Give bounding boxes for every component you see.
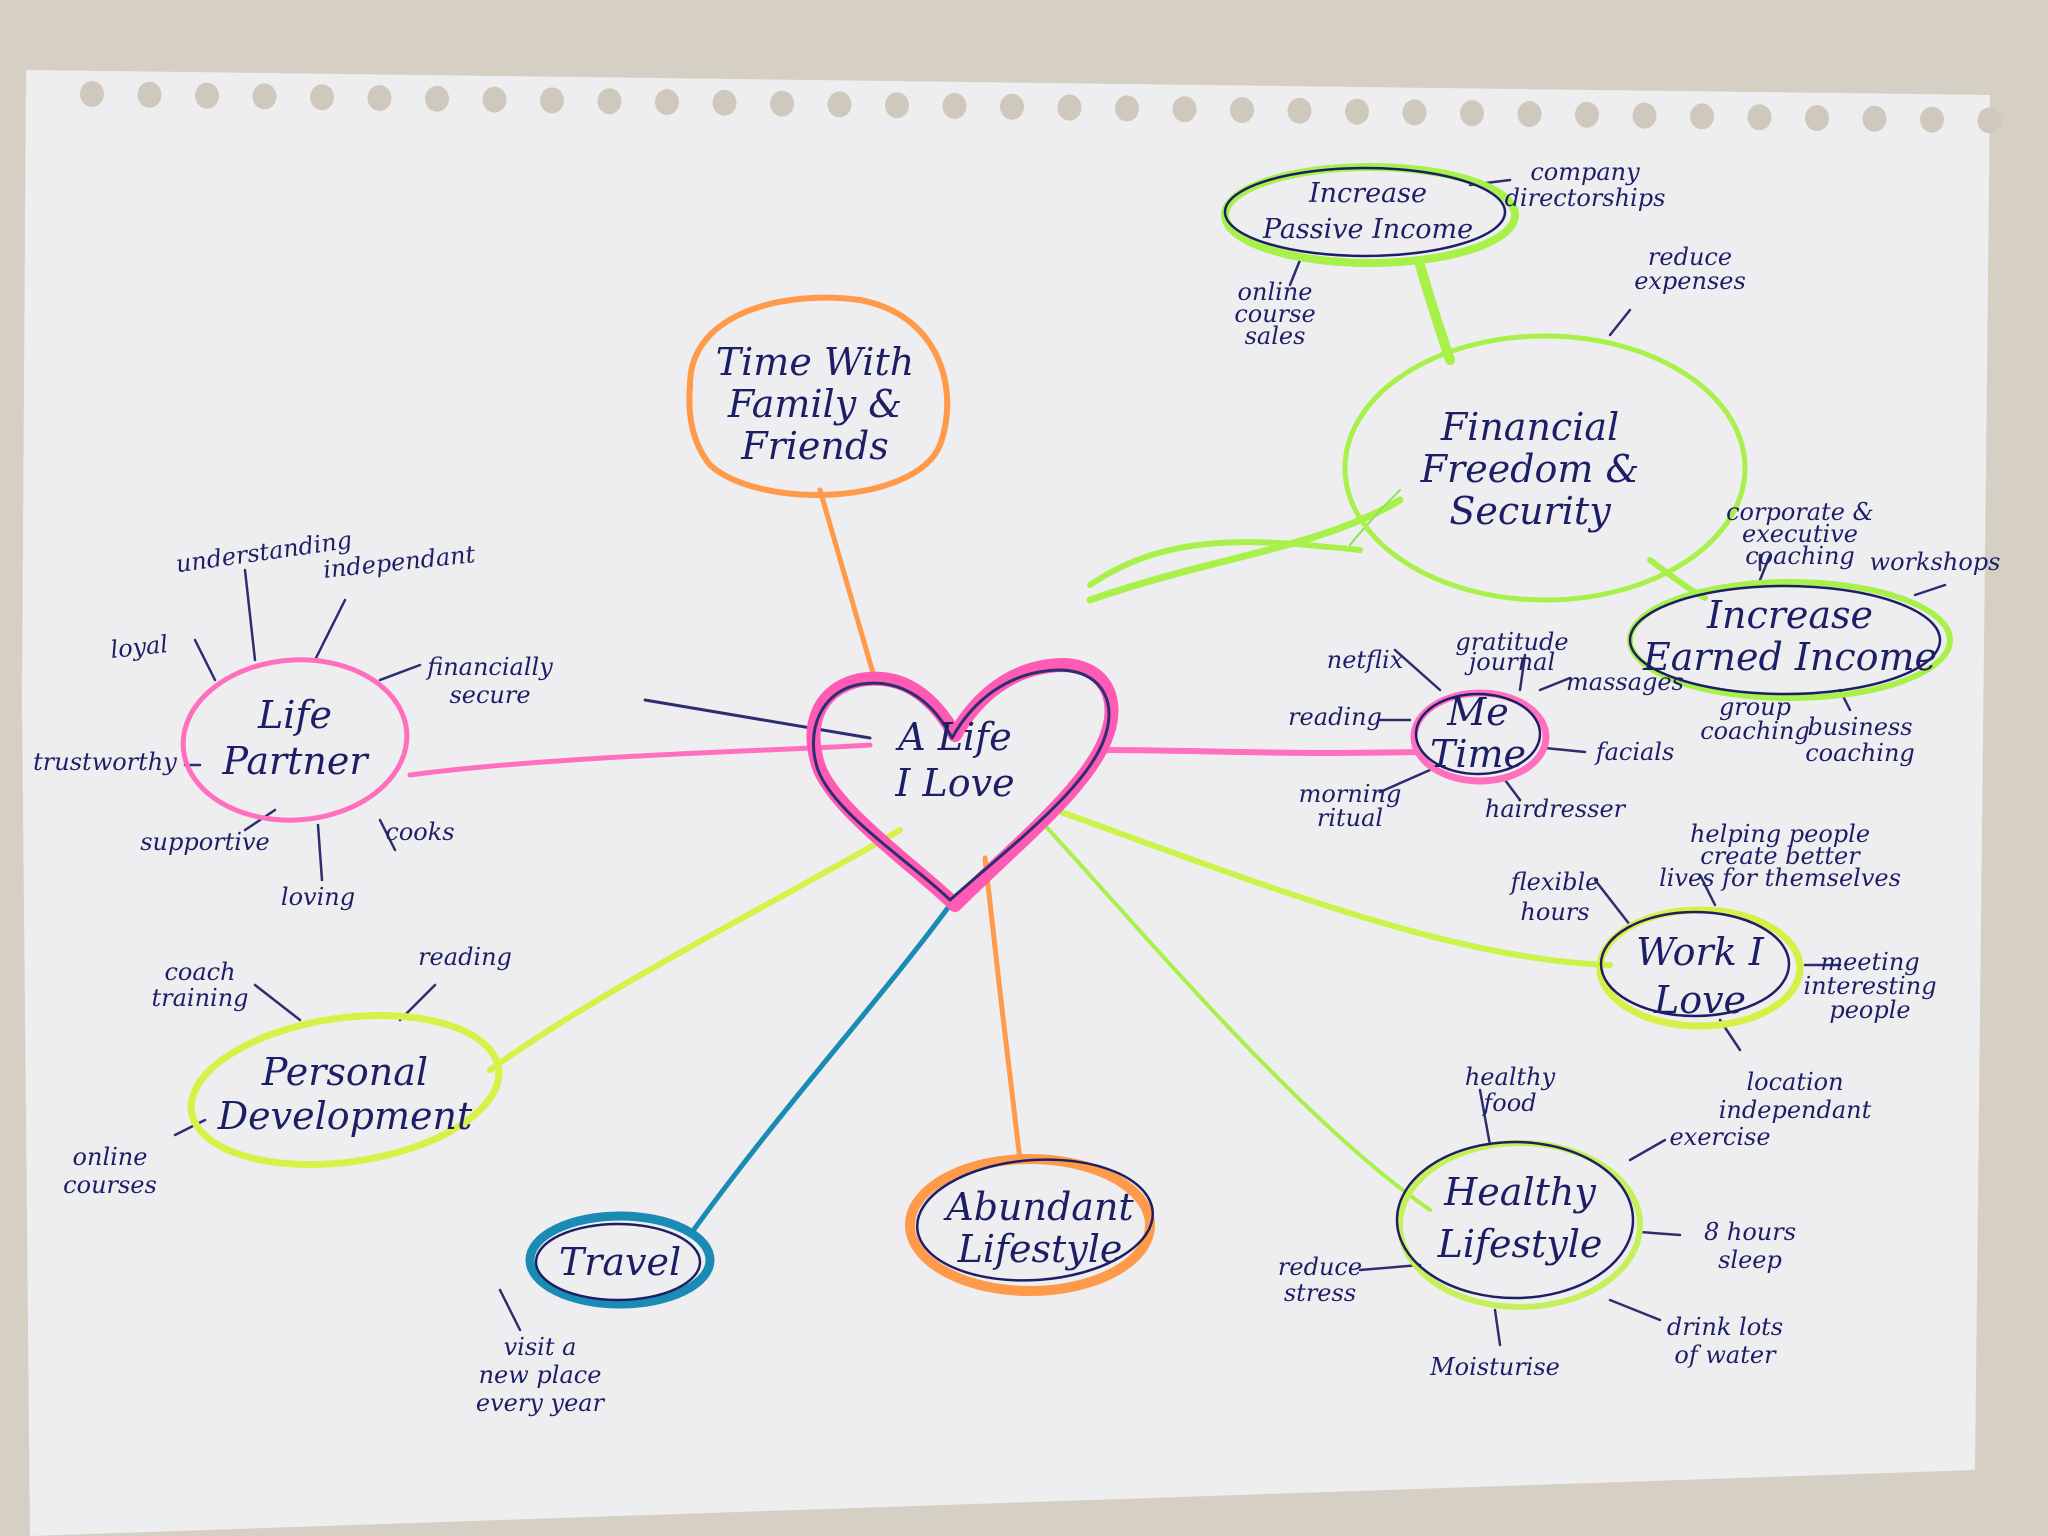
node-travel-label: Travel bbox=[559, 1240, 681, 1284]
spiral-hole bbox=[1632, 102, 1657, 129]
spiral-hole bbox=[1000, 93, 1024, 120]
spiral-hole bbox=[80, 81, 104, 107]
connectors bbox=[407, 260, 1708, 1238]
spiral-hole bbox=[425, 85, 449, 112]
spiral-hole bbox=[252, 83, 277, 110]
spiral-hole bbox=[1115, 95, 1139, 122]
paper-sheet bbox=[22, 70, 1990, 1536]
spiral-hole bbox=[482, 86, 507, 113]
spiral-hole bbox=[195, 82, 219, 109]
spiral-hole bbox=[367, 85, 392, 111]
spiral-hole bbox=[1460, 100, 1484, 127]
node-partner-shape bbox=[180, 657, 410, 823]
spiral-hole bbox=[1230, 97, 1254, 123]
spiral-hole bbox=[137, 81, 162, 108]
leaf-partner-2: loyal bbox=[109, 630, 169, 664]
node-shapes bbox=[180, 163, 1953, 1310]
leaf-partner-4: trustworthy bbox=[33, 748, 177, 776]
spiral-hole bbox=[310, 84, 334, 111]
spiral-hole bbox=[1862, 105, 1887, 132]
node-travel-shape bbox=[525, 1211, 715, 1309]
leaf-earned-1: workshops bbox=[1870, 548, 2001, 576]
leaf-ticks bbox=[173, 178, 1947, 1347]
leaf-healthy-1: exercise bbox=[1669, 1123, 1770, 1151]
spiral-hole bbox=[655, 89, 679, 115]
leaf-partner-6: cooks bbox=[385, 818, 454, 846]
spiral-holes bbox=[80, 81, 2002, 134]
spiral-hole bbox=[1172, 96, 1197, 123]
leaf-personal-1: reading bbox=[418, 943, 512, 971]
node-personal-shape bbox=[187, 1012, 503, 1168]
leaf-metime-2: massages bbox=[1566, 668, 1684, 696]
spiral-hole bbox=[540, 87, 564, 114]
spiral-hole bbox=[1057, 94, 1082, 121]
spiral-hole bbox=[597, 88, 622, 115]
spiral-hole bbox=[1747, 104, 1772, 131]
node-family-shape bbox=[686, 294, 951, 498]
node-financial-shape bbox=[1342, 333, 1748, 603]
spiral-hole bbox=[1977, 107, 2002, 134]
spiral-hole bbox=[1345, 98, 1369, 125]
spiral-hole bbox=[1402, 99, 1427, 126]
leaf-partner-7: loving bbox=[281, 883, 355, 911]
spiral-hole bbox=[885, 92, 909, 119]
spiral-hole bbox=[942, 93, 967, 119]
leaf-metime-4: facials bbox=[1594, 738, 1675, 766]
spiral-hole bbox=[1287, 97, 1312, 124]
node-work-shape bbox=[1596, 906, 1804, 1030]
spiral-hole bbox=[1517, 101, 1542, 127]
leaf-metime-0: netflix bbox=[1327, 646, 1404, 674]
leaf-healthy-5: Moisturise bbox=[1429, 1353, 1560, 1381]
spiral-hole bbox=[827, 91, 852, 118]
leaf-metime-6: hairdresser bbox=[1485, 795, 1627, 823]
spiral-hole bbox=[1920, 106, 1944, 133]
spiral-hole bbox=[1690, 103, 1714, 130]
spiral-hole bbox=[1805, 105, 1829, 131]
leaf-partner-5: supportive bbox=[140, 828, 270, 856]
leaf-metime-3: reading bbox=[1288, 703, 1382, 731]
spiral-hole bbox=[1575, 101, 1599, 128]
spiral-hole bbox=[712, 89, 737, 116]
spiral-hole bbox=[770, 90, 794, 117]
